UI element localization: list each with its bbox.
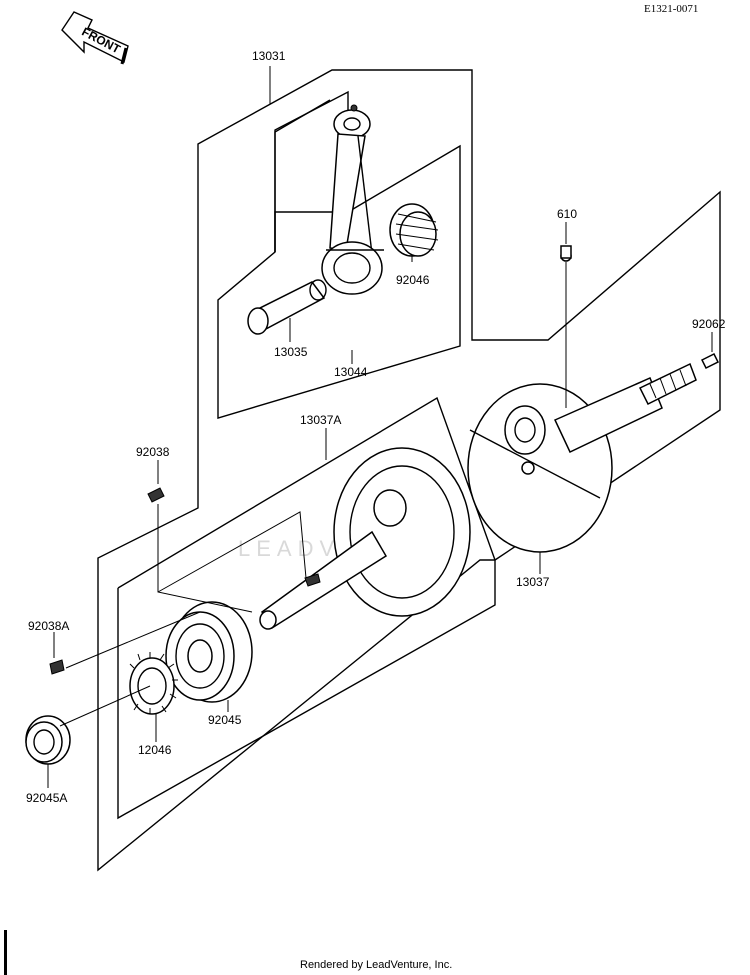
front-arrow-icon: FRONT: [61, 11, 129, 65]
label-13031: 13031: [252, 49, 286, 63]
sprocket-12046: [129, 652, 178, 715]
label-13044: 13044: [334, 365, 368, 379]
part-labels: 13031 92046 13035 13044 610 92062 13037A…: [26, 49, 726, 805]
label-92038A: 92038A: [28, 619, 69, 633]
label-13035: 13035: [274, 345, 308, 359]
diagram-code: E1321-0071: [644, 3, 698, 15]
label-13037A: 13037A: [300, 413, 341, 427]
crank-half-13037: [467, 245, 720, 553]
label-13037: 13037: [516, 575, 550, 589]
front-label: FRONT: [80, 25, 124, 57]
label-92038: 92038: [136, 445, 170, 459]
edge-mark: [4, 930, 7, 975]
key-92038A: [49, 659, 65, 675]
key-92038: [147, 487, 165, 503]
label-92045: 92045: [208, 713, 242, 727]
crank-half-13037A: [259, 447, 471, 630]
label-610: 610: [557, 207, 577, 221]
label-92045A: 92045A: [26, 791, 67, 805]
ball-bearing-92045: [165, 601, 253, 703]
label-92062: 92062: [692, 317, 726, 331]
assembly-outline-13031: [97, 69, 721, 872]
assembly-outline-13037A: [117, 396, 496, 820]
needle-bearing-92046: [389, 203, 439, 257]
connecting-rod: [321, 104, 384, 295]
ball-bearing-92045A: [25, 715, 71, 765]
crank-pin-13035: [247, 279, 327, 335]
label-12046: 12046: [138, 743, 172, 757]
footer-credit: Rendered by LeadVenture, Inc.: [300, 959, 452, 971]
label-92046: 92046: [396, 273, 430, 287]
leader-lines: [47, 66, 713, 788]
